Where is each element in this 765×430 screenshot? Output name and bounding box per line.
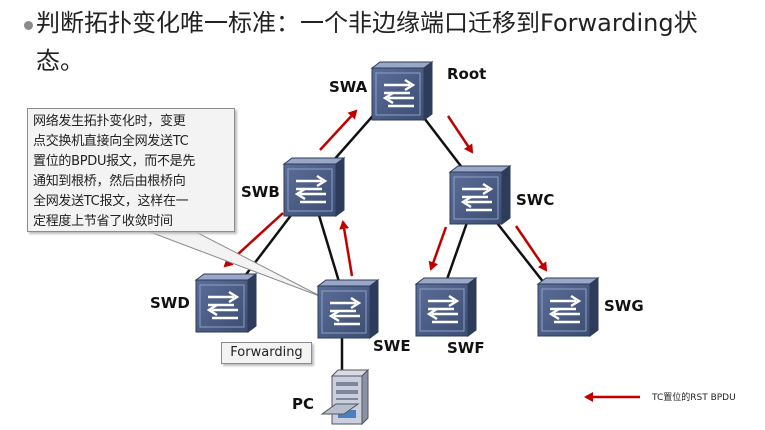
label-swb: SWB [241,183,280,201]
label-swa: SWA [329,78,368,96]
label-swd: SWD [150,294,190,312]
label-swc: SWC [516,191,554,209]
callout-pointer [149,231,323,298]
link-swb-swd [237,209,296,286]
switch-swd [194,272,258,334]
link-swc-swg [489,213,549,289]
pc-icon [320,368,370,426]
bullet-icon [24,21,33,30]
label-swf: SWF [447,339,485,357]
switch-swg [536,276,600,338]
tc-arrows [223,109,548,277]
callout-line: 定程度上节省了收敛时间 [33,214,173,229]
switch-icon [194,272,258,334]
arrow-swc-to-swg [514,225,548,272]
arrow-swc-to-swf [428,226,448,271]
switch-icon [536,276,600,338]
switch-icon [316,278,380,340]
legend-label: TC置位的RST BPDU [652,393,736,403]
switch-icon [282,156,346,218]
arrow-swe-to-swb [339,220,354,277]
arrow-swa-to-swc [446,115,474,154]
callout-line: 置位的BPDU报文，而不是先 [33,154,196,169]
switch-icon [414,276,478,338]
callout-box: 网络发生拓扑变化时，变更 点交换机直接向全网发送TC 置位的BPDU报文，而不是… [27,108,235,232]
label-swg: SWG [604,297,644,315]
callout-line: 网络发生拓扑变化时，变更 [33,114,186,129]
heading-line1: 判断拓扑变化唯一标准：一个非边缘端口迁移到Forwarding状 [36,9,698,37]
callout-line: 全网发送TC报文，这样在一 [33,194,189,209]
label-pc: PC [292,395,314,413]
label-root: Root [447,65,486,83]
switch-swc [448,164,512,226]
callout-line: 通知到根桥，然后由根桥向 [33,174,186,189]
switch-swb [282,156,346,218]
heading-line2: 态。 [36,47,84,75]
heading-text: 判断拓扑变化唯一标准：一个非边缘端口迁移到Forwarding状 态。 [36,4,748,80]
link-swb-swe [316,211,342,286]
switch-swe [316,278,380,340]
forwarding-label: Forwarding [221,342,312,364]
switch-icon [448,164,512,226]
switch-icon [370,60,434,122]
callout-line: 点交换机直接向全网发送TC [33,134,189,149]
switch-swf [414,276,478,338]
link-swc-swf [443,213,472,286]
links [237,109,549,375]
switch-swa [370,60,434,122]
arrow-swb-to-swa [319,109,358,151]
label-swe: SWE [373,337,411,355]
